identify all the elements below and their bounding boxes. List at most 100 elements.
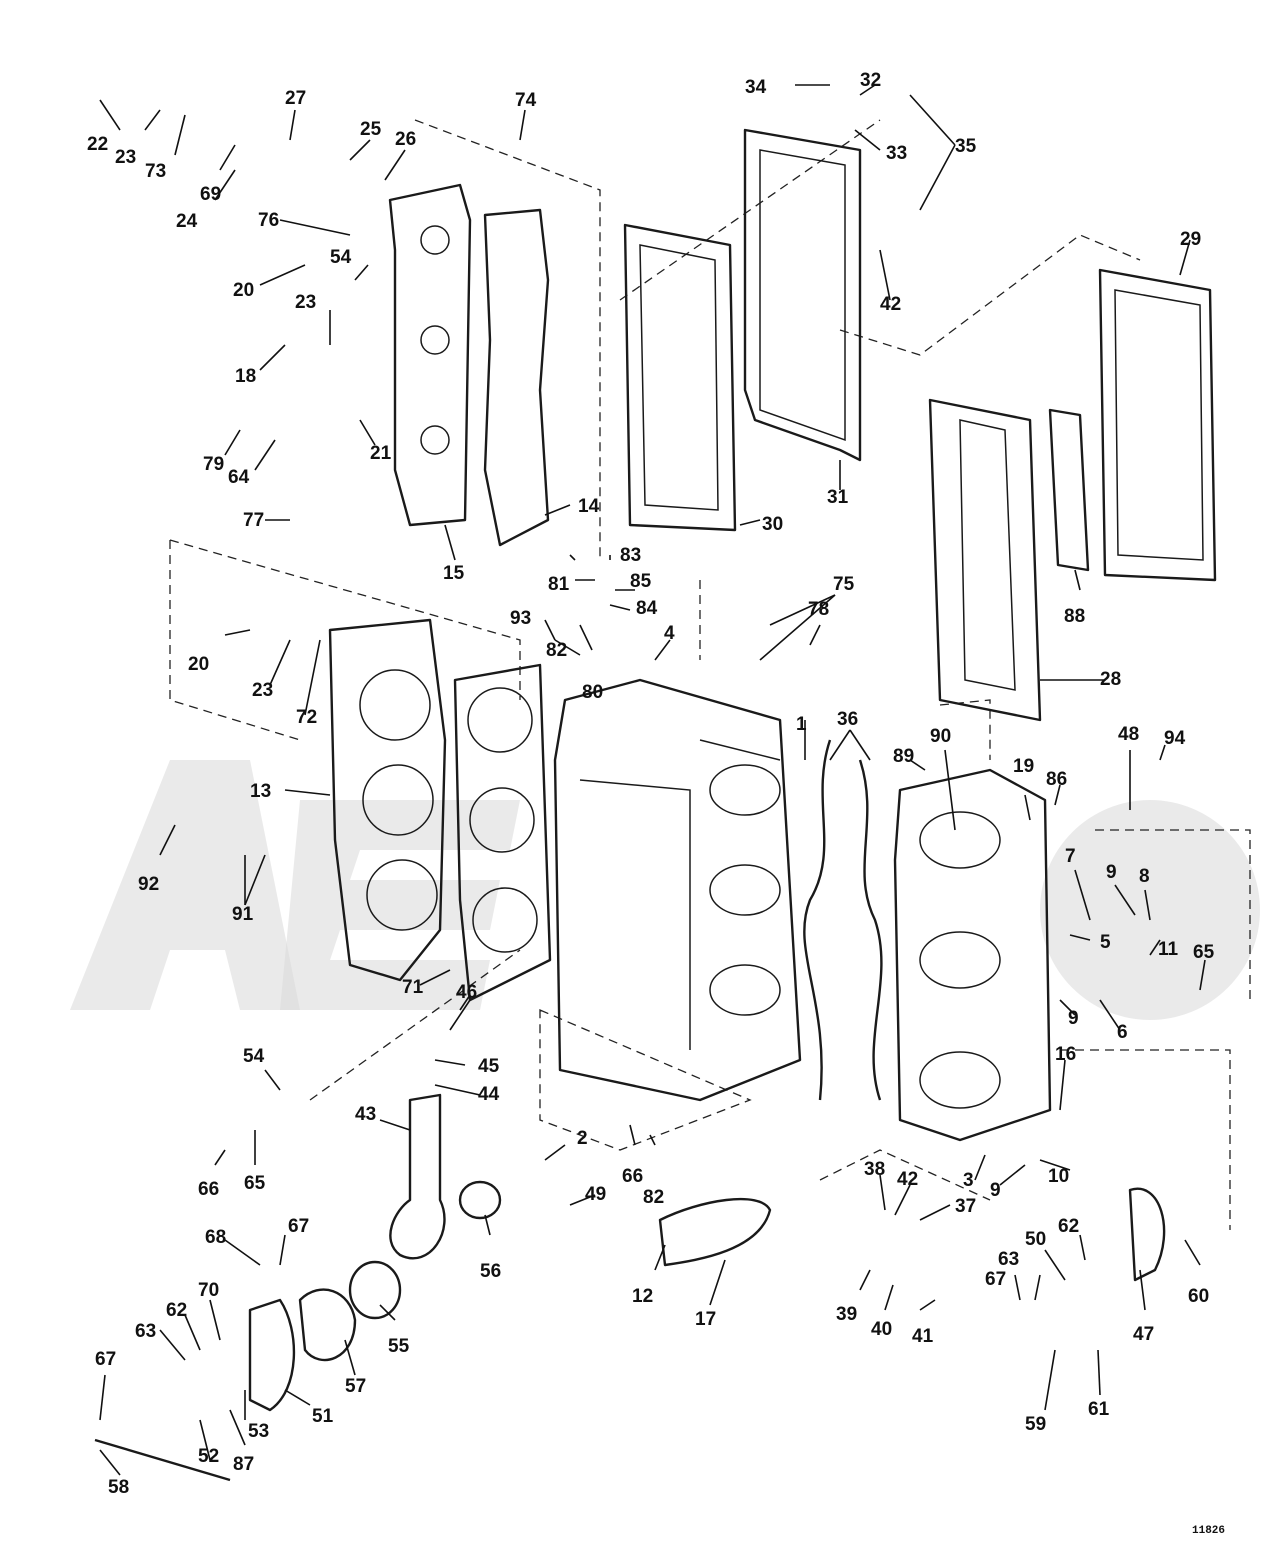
callout-44: 44 bbox=[478, 1084, 500, 1105]
callout-85: 85 bbox=[630, 571, 652, 592]
callout-65a: 65 bbox=[1193, 942, 1215, 963]
callout-81: 81 bbox=[548, 574, 570, 595]
callout-80: 80 bbox=[582, 682, 603, 703]
callout-42b: 42 bbox=[897, 1169, 918, 1190]
callout-71: 71 bbox=[402, 977, 424, 998]
callout-1: 1 bbox=[796, 714, 807, 735]
callout-61: 61 bbox=[1088, 1399, 1110, 1420]
callout-93: 93 bbox=[510, 608, 531, 629]
callout-3: 3 bbox=[963, 1170, 974, 1191]
callout-37: 37 bbox=[955, 1196, 976, 1217]
callout-42a: 42 bbox=[880, 294, 901, 315]
callout-43: 43 bbox=[355, 1104, 376, 1125]
callout-34: 34 bbox=[745, 77, 767, 98]
callout-20b: 20 bbox=[188, 654, 209, 675]
cylinder-head bbox=[328, 618, 447, 982]
callout-78: 78 bbox=[808, 599, 829, 620]
arm-washer bbox=[458, 1180, 502, 1220]
callout-35: 35 bbox=[955, 136, 977, 157]
callout-10: 10 bbox=[1048, 1166, 1069, 1187]
callout-19: 19 bbox=[1013, 756, 1034, 777]
callout-76: 76 bbox=[258, 210, 279, 231]
callout-54b: 54 bbox=[243, 1046, 265, 1067]
cylinder-head-cover bbox=[388, 183, 472, 527]
callout-31: 31 bbox=[827, 487, 849, 508]
callout-53: 53 bbox=[248, 1421, 269, 1442]
callout-33: 33 bbox=[886, 143, 907, 164]
callout-70: 70 bbox=[198, 1280, 219, 1301]
callout-16: 16 bbox=[1055, 1044, 1076, 1065]
callout-51: 51 bbox=[312, 1406, 334, 1427]
callout-26: 26 bbox=[395, 129, 416, 150]
callout-8: 8 bbox=[1139, 866, 1150, 887]
callout-47: 47 bbox=[1133, 1324, 1154, 1345]
callout-25: 25 bbox=[360, 119, 382, 140]
callout-87: 87 bbox=[233, 1454, 254, 1475]
callout-9b: 9 bbox=[1068, 1008, 1079, 1029]
callout-7: 7 bbox=[1065, 846, 1076, 867]
callout-23c: 23 bbox=[252, 680, 273, 701]
callout-21: 21 bbox=[370, 443, 392, 464]
sealing-strip bbox=[803, 739, 883, 1101]
callout-52: 52 bbox=[198, 1446, 219, 1467]
callout-13: 13 bbox=[250, 781, 271, 802]
callout-30: 30 bbox=[762, 514, 783, 535]
reed-plate bbox=[1048, 408, 1090, 572]
callout-39: 39 bbox=[836, 1304, 857, 1325]
throttle-arm bbox=[389, 1093, 446, 1260]
callout-23b: 23 bbox=[295, 292, 316, 313]
callout-56: 56 bbox=[480, 1261, 501, 1282]
callout-79: 79 bbox=[203, 454, 224, 475]
callout-5: 5 bbox=[1100, 932, 1111, 953]
callout-73: 73 bbox=[145, 161, 166, 182]
exhaust-cover-gasket bbox=[623, 223, 737, 532]
callout-48: 48 bbox=[1118, 724, 1139, 745]
exhaust-cover bbox=[743, 128, 862, 462]
callout-49: 49 bbox=[585, 1184, 606, 1205]
callout-6: 6 bbox=[1117, 1022, 1128, 1043]
bushing bbox=[348, 1260, 402, 1320]
callout-29: 29 bbox=[1180, 229, 1201, 250]
catalog-number: 11826 bbox=[1192, 1525, 1225, 1537]
callout-60: 60 bbox=[1188, 1286, 1209, 1307]
callout-32: 32 bbox=[860, 70, 881, 91]
callout-77: 77 bbox=[243, 510, 264, 531]
callout-82b: 82 bbox=[643, 1187, 664, 1208]
callout-28: 28 bbox=[1100, 669, 1121, 690]
callout-66b: 66 bbox=[198, 1179, 219, 1200]
callout-89: 89 bbox=[893, 746, 914, 767]
callout-64: 64 bbox=[228, 467, 250, 488]
callout-83: 83 bbox=[620, 545, 641, 566]
callout-41: 41 bbox=[912, 1326, 934, 1347]
lever bbox=[1128, 1187, 1166, 1282]
callout-46: 46 bbox=[456, 982, 477, 1003]
callout-57: 57 bbox=[345, 1376, 366, 1397]
callouts: 1 2 3 4 5 6 7 8 9 9 9 10 11 12 13 14 15 … bbox=[87, 70, 1215, 1498]
callout-17: 17 bbox=[695, 1309, 716, 1330]
coil-spring bbox=[298, 1288, 357, 1362]
callout-82a: 82 bbox=[546, 640, 567, 661]
callout-91: 91 bbox=[232, 904, 254, 925]
callout-27: 27 bbox=[285, 88, 306, 109]
crankcase bbox=[893, 768, 1052, 1142]
callout-86: 86 bbox=[1046, 769, 1067, 790]
callout-74: 74 bbox=[515, 90, 537, 111]
callout-67c: 67 bbox=[95, 1349, 116, 1370]
callout-50: 50 bbox=[1025, 1229, 1046, 1250]
callout-14: 14 bbox=[578, 496, 600, 517]
callout-45: 45 bbox=[478, 1056, 500, 1077]
head-cover-gasket bbox=[483, 208, 550, 547]
callout-84: 84 bbox=[636, 598, 658, 619]
callout-69: 69 bbox=[200, 184, 221, 205]
callout-12: 12 bbox=[632, 1286, 653, 1307]
link-rod bbox=[94, 1438, 231, 1482]
callout-55: 55 bbox=[388, 1336, 410, 1357]
callout-20a: 20 bbox=[233, 280, 254, 301]
callout-90: 90 bbox=[930, 726, 951, 747]
manifold-gasket bbox=[928, 398, 1042, 722]
callout-88: 88 bbox=[1064, 606, 1085, 627]
callout-68: 68 bbox=[205, 1227, 226, 1248]
callout-66a: 66 bbox=[622, 1166, 643, 1187]
callout-75: 75 bbox=[833, 574, 855, 595]
